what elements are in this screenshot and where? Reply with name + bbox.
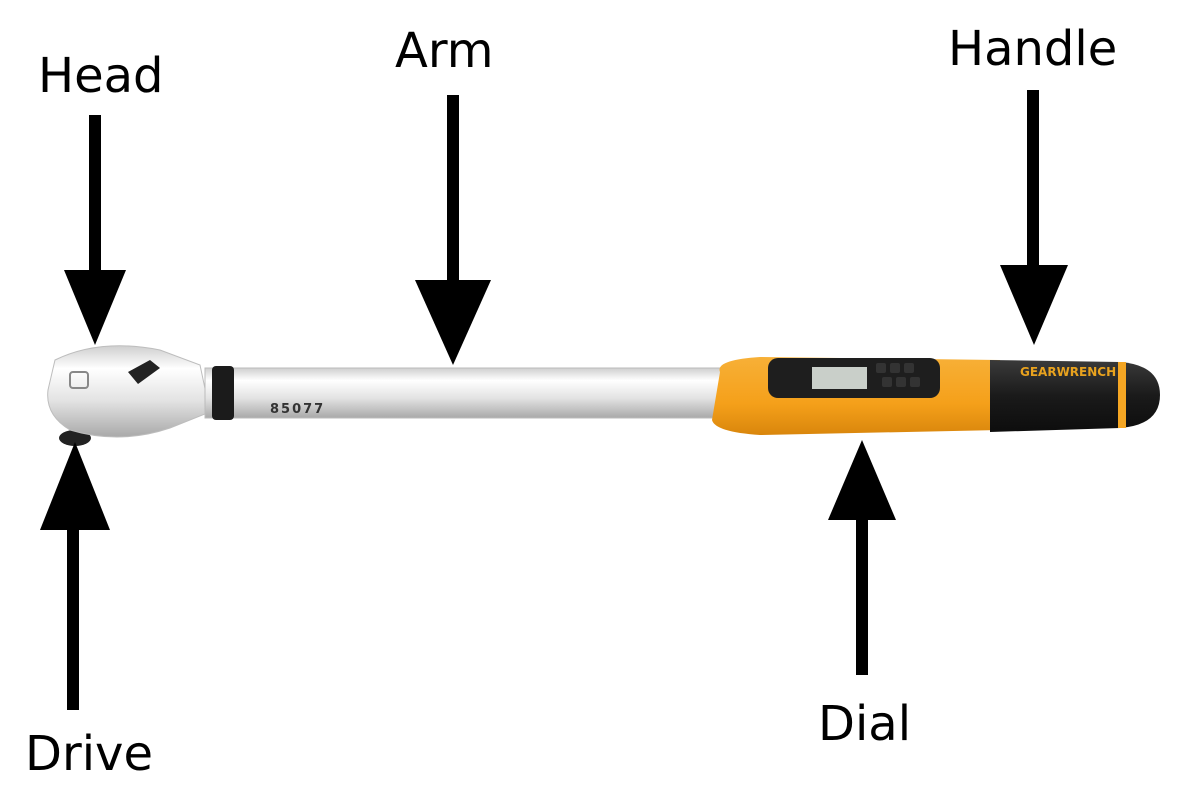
arm	[204, 367, 726, 419]
arm-collar	[212, 366, 234, 420]
wrench-head	[47, 345, 211, 438]
dial-buttons	[876, 363, 920, 387]
arm-arrow	[415, 95, 491, 365]
model-number: 85077	[270, 402, 325, 417]
label-handle: Handle	[948, 21, 1117, 77]
handle	[990, 360, 1160, 432]
drive-arrow	[40, 442, 110, 710]
label-drive: Drive	[25, 726, 153, 782]
label-dial: Dial	[818, 696, 911, 752]
handle-ring	[1118, 362, 1126, 428]
reversing-lever	[128, 360, 160, 384]
lcd-screen	[812, 367, 867, 389]
drive-square	[59, 430, 91, 446]
head-arrow	[64, 115, 126, 345]
dial-arrow	[828, 440, 896, 675]
handle-brand: GEARWRENCH	[1020, 365, 1116, 379]
wrench: 85077 GEARWRENCH	[47, 345, 1160, 446]
handle-arrow	[1000, 90, 1068, 345]
gw-logo	[69, 371, 89, 389]
label-head: Head	[38, 48, 164, 104]
label-arm: Arm	[395, 23, 493, 79]
